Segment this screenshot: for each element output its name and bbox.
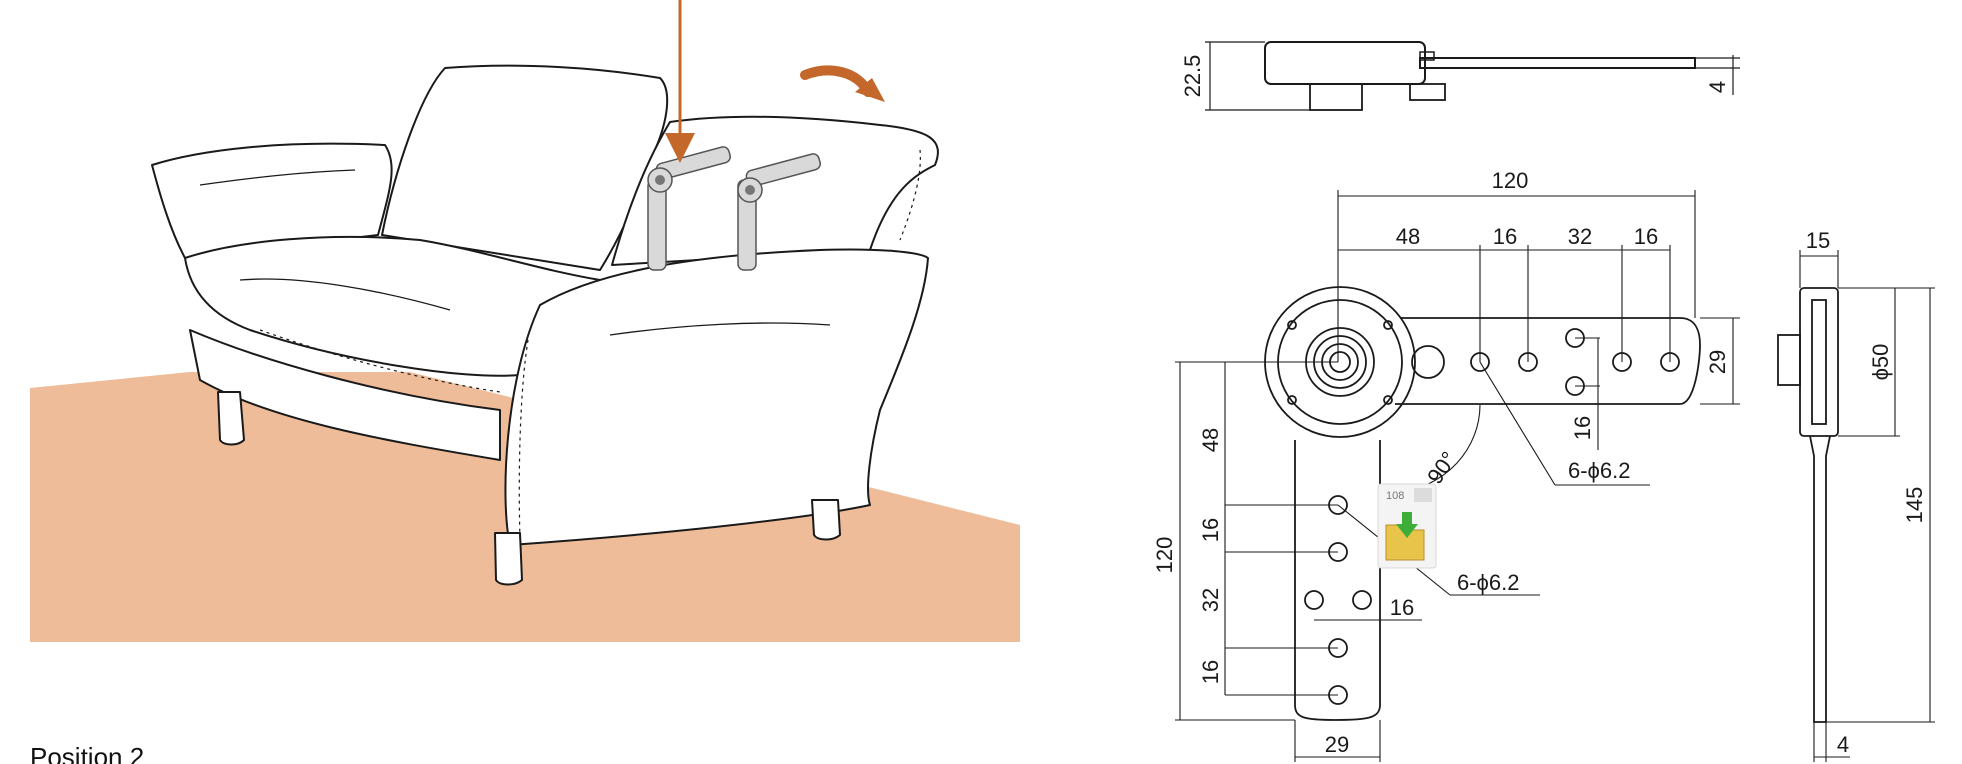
dim-end-top-width: 15	[1806, 228, 1830, 253]
curved-arrow-icon	[800, 65, 885, 102]
dim-left-total: 120	[1152, 537, 1177, 574]
plan-vertical-arm	[1294, 440, 1381, 721]
plan-horizontal-arm	[1395, 317, 1701, 405]
hub-screw-3	[1287, 395, 1297, 405]
hole-note-bottom: 6-ϕ6.2	[1457, 570, 1519, 595]
dim-left-seg-3: 32	[1198, 588, 1223, 612]
sofa-leg-left	[217, 391, 245, 446]
end-dimension-lines	[1799, 250, 1935, 762]
dim-left-seg-4: 16	[1198, 660, 1223, 684]
dim-end-length: 145	[1902, 487, 1927, 524]
plan-view	[1264, 286, 1701, 721]
sofa-leg-front	[494, 532, 523, 586]
hole-left-4	[1352, 590, 1372, 610]
crease-seat	[239, 278, 451, 311]
left-armrest	[151, 142, 393, 259]
side-view-foot-right	[1409, 83, 1446, 101]
right-arm-body	[504, 248, 929, 546]
stitch-line-front	[518, 339, 529, 541]
dim-offset-inner: 16	[1570, 416, 1595, 440]
folder-download-icon[interactable]	[1385, 510, 1425, 561]
hub-screw-1	[1287, 320, 1297, 330]
end-view-hub	[1799, 287, 1839, 437]
dim-side-height: 22.5	[1180, 55, 1205, 98]
dim-inner-offset-bottom: 16	[1390, 595, 1414, 620]
dim-angle: 90°	[1422, 447, 1462, 489]
technical-drawing: 22.5 4	[1152, 41, 1935, 762]
dim-left-seg-1: 48	[1198, 428, 1223, 452]
dim-top-seg-1: 48	[1396, 224, 1420, 249]
dim-top-seg-3: 32	[1568, 224, 1592, 249]
download-badge[interactable]: 108	[1377, 483, 1437, 569]
crease-right-arm	[609, 322, 831, 336]
hinge-plate-left-vertical	[647, 179, 667, 271]
position-label: Position 2	[30, 742, 145, 764]
hub-screw-2	[1383, 320, 1393, 330]
plan-pivot-stop	[1411, 345, 1445, 379]
side-view-body	[1264, 41, 1426, 85]
crease-left-arm	[199, 169, 356, 186]
side-view-arm	[1419, 57, 1696, 69]
dim-top-total: 120	[1492, 168, 1529, 193]
sofa-leg-right	[811, 499, 841, 541]
side-view-tab	[1419, 51, 1435, 61]
stitch-line-seat	[259, 329, 501, 393]
dim-end-diameter: ϕ50	[1868, 344, 1893, 381]
dim-top-seg-2: 16	[1493, 224, 1517, 249]
dim-top-seg-4: 16	[1634, 224, 1658, 249]
end-view-shaft	[1809, 435, 1831, 723]
end-view	[1777, 287, 1839, 723]
plan-dimension-lines	[1175, 190, 1740, 762]
stitch-line-arm	[899, 149, 921, 241]
dim-end-bottom-thickness: 4	[1837, 732, 1849, 757]
hinge-knob-left-center	[655, 175, 665, 185]
dim-left-seg-2: 16	[1198, 518, 1223, 542]
dim-arm-width-right: 29	[1705, 350, 1730, 374]
hinge-knob-right-center	[745, 185, 755, 195]
hole-note-top: 6-ϕ6.2	[1568, 458, 1630, 483]
end-view-inner	[1811, 299, 1827, 425]
dim-bottom-width: 29	[1325, 732, 1349, 757]
seat-front-panel	[189, 329, 501, 461]
end-view-tab	[1777, 334, 1801, 386]
side-view-foot-left	[1309, 83, 1363, 111]
hole-left-3	[1304, 590, 1324, 610]
side-view	[1205, 41, 1740, 111]
badge-number: 108	[1386, 490, 1404, 502]
hub-screw-4	[1383, 395, 1393, 405]
dim-side-thickness: 4	[1705, 81, 1730, 93]
sofa-illustration	[30, 0, 1020, 642]
